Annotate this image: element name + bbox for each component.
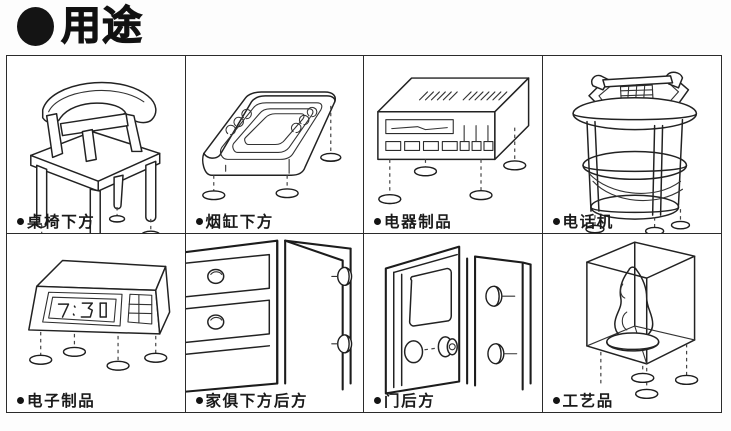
illustration-chest-of-drawers <box>185 234 364 412</box>
cell-caption-appliance: 电器制品 <box>374 213 452 231</box>
caption-text: 烟缸下方 <box>205 213 274 231</box>
illustration-open-door <box>364 234 542 412</box>
cell-caption-chair: 桌椅下方 <box>17 213 95 231</box>
caption-text: 电子制品 <box>27 392 96 410</box>
filled-circle-bullet-icon <box>374 218 381 225</box>
uses-grid: 桌椅下方 <box>6 55 722 413</box>
pad-foot <box>29 354 53 365</box>
pad-foot <box>378 193 402 205</box>
illustration-appliance <box>364 56 542 233</box>
pad-foot <box>144 352 168 363</box>
pad-foot <box>485 285 516 307</box>
filled-circle-bullet-icon <box>374 397 381 404</box>
filled-circle-bullet-icon <box>17 397 24 404</box>
grid-cell-furniture: 家俱下方后方 <box>185 234 364 412</box>
cell-caption-craft: 工艺品 <box>552 392 614 410</box>
illustration-chair <box>7 56 185 233</box>
illustration-telephone <box>543 56 722 233</box>
caption-text: 家俱下方后方 <box>205 392 309 410</box>
pad-foot <box>674 374 698 386</box>
filled-circle-bullet-icon <box>552 218 560 225</box>
pad-foot <box>275 188 299 199</box>
page-title-text: 用途 <box>60 3 143 49</box>
pad-foot <box>670 220 690 230</box>
filled-circle-bullet-icon <box>17 7 54 46</box>
pad-foot <box>634 388 658 399</box>
grid-cell-electronics: 电子制品 <box>7 234 186 412</box>
cell-caption-telephone: 电话机 <box>552 213 614 231</box>
pad-foot <box>503 160 527 171</box>
illustration-ashtray <box>186 56 364 233</box>
caption-text: 电器制品 <box>384 213 453 231</box>
page-title: 用途 <box>0 0 731 52</box>
grid-cell-appliance: 电器制品 <box>364 56 543 234</box>
caption-text: 电话机 <box>562 213 614 231</box>
grid-cell-craft: 工艺品 <box>542 234 722 412</box>
illustration-digital-clock <box>7 234 185 412</box>
pad-foot <box>330 334 352 354</box>
grid-cell-telephone: 电话机 <box>542 56 722 234</box>
filled-circle-bullet-icon <box>195 397 203 404</box>
grid-cell-ashtray: 烟缸下方 <box>185 56 364 234</box>
pad-foot <box>584 224 605 233</box>
filled-circle-bullet-icon <box>552 397 560 404</box>
cell-caption-electronics: 电子制品 <box>17 392 95 410</box>
grid-cell-door: 门后方 <box>364 234 543 412</box>
pad-foot <box>469 190 493 201</box>
pad-foot <box>108 215 126 223</box>
caption-text: 桌椅下方 <box>27 213 96 231</box>
pad-foot <box>62 346 87 357</box>
illustration-display-case <box>543 234 722 412</box>
pad-foot <box>330 266 352 287</box>
caption-text: 门后方 <box>384 392 436 410</box>
pad-foot <box>644 226 664 233</box>
cell-caption-furniture: 家俱下方后方 <box>195 392 309 410</box>
pad-foot <box>201 190 225 201</box>
pad-foot <box>319 152 341 163</box>
pad-foot <box>141 230 160 233</box>
caption-text: 工艺品 <box>562 392 614 410</box>
pad-foot <box>413 166 438 177</box>
pad-foot <box>630 372 654 384</box>
pad-foot <box>487 343 518 365</box>
cell-caption-door: 门后方 <box>374 392 435 410</box>
grid-cell-chair: 桌椅下方 <box>7 56 186 234</box>
filled-circle-bullet-icon <box>195 218 203 225</box>
filled-circle-bullet-icon <box>17 218 24 225</box>
cell-caption-ashtray: 烟缸下方 <box>195 213 274 231</box>
pad-foot <box>106 360 130 371</box>
